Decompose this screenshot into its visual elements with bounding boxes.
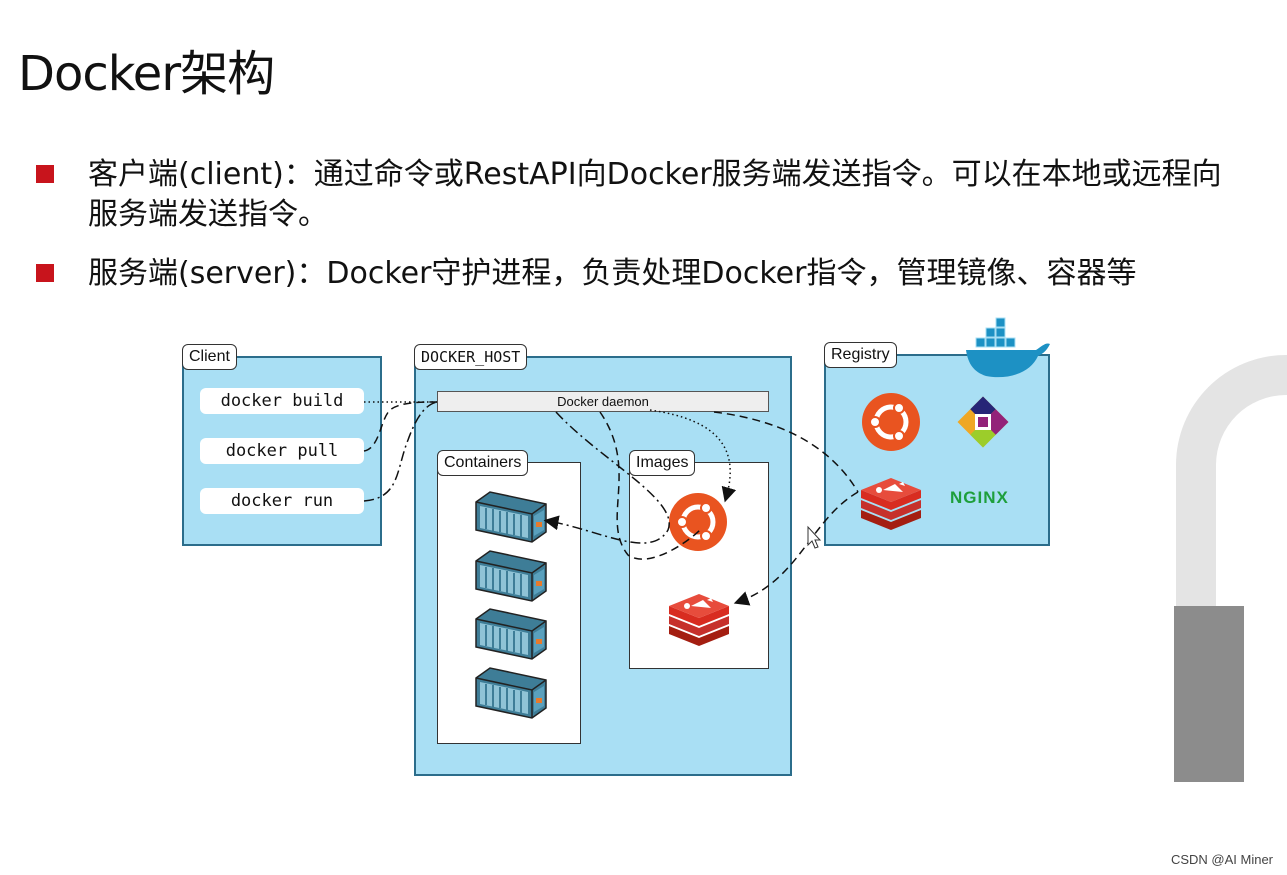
client-label: Client — [182, 344, 237, 370]
watermark — [1128, 22, 1246, 56]
bullet-marker — [36, 264, 54, 282]
footer-credit: CSDN @AI Miner — [1170, 852, 1273, 867]
docker-daemon-bar: Docker daemon — [437, 391, 769, 412]
bullet-text: 客户端(client)：通过命令或RestAPI向Docker服务端发送指令。可… — [88, 157, 1222, 232]
command-docker-run: docker run — [200, 488, 364, 514]
command-docker-pull: docker pull — [200, 438, 364, 464]
containers-box — [437, 462, 581, 744]
images-label: Images — [629, 450, 696, 476]
decoration-arc — [1176, 355, 1287, 615]
mouse-cursor-icon — [807, 525, 822, 549]
docker-host-label: DOCKER_HOST — [414, 344, 528, 370]
page-title: Docker架构 — [18, 46, 275, 102]
decoration-block — [1174, 606, 1244, 782]
registry-label: Registry — [824, 342, 897, 368]
containers-label: Containers — [437, 450, 529, 476]
command-docker-build: docker build — [200, 388, 364, 414]
registry-panel — [824, 354, 1050, 546]
bullet-text: 服务端(server)：Docker守护进程，负责处理Docker指令，管理镜像… — [88, 256, 1137, 291]
images-box — [629, 462, 769, 669]
bullet-marker — [36, 165, 54, 183]
nginx-logo: NGINX — [950, 488, 1009, 507]
